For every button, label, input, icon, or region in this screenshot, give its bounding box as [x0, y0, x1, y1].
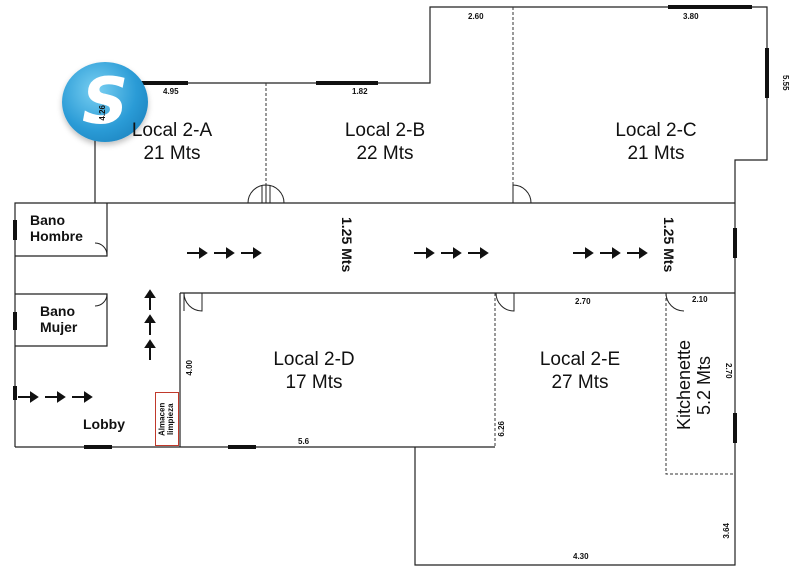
door-swing-icon — [247, 184, 267, 204]
wall-bano-mujer — [15, 293, 108, 347]
dimension-label: 5.6 — [298, 437, 310, 446]
dimension-label: 2.10 — [692, 295, 708, 304]
dimension-label: 2.60 — [468, 12, 484, 21]
room-area: 21 Mts — [627, 142, 685, 164]
direction-arrow-icon — [18, 391, 93, 403]
dimension-label: 4.30 — [573, 552, 589, 561]
direction-arrow-icon — [573, 247, 648, 259]
logo-icon: S — [62, 62, 148, 142]
room-name: Local 2-B — [344, 120, 426, 141]
wall-outline-top — [94, 6, 768, 203]
dimension-label: 1.82 — [352, 87, 368, 96]
hallway-width-right: 1.25 Mts — [660, 217, 677, 273]
room-bano-hombre: Bano Hombre — [30, 212, 83, 245]
wall-corridor-top-left — [14, 202, 95, 447]
room-almacen-label: Almacen limpieza — [157, 402, 175, 436]
room-local-2a: Local 2-A 21 Mts — [72, 120, 272, 166]
door-swing-icon — [665, 292, 685, 312]
door-swing-icon — [265, 184, 285, 204]
wall-2e-outline — [414, 447, 736, 566]
room-kitchenette: Kitchenette 5.2 Mts — [674, 330, 715, 440]
room-name: Kitchenette — [674, 339, 694, 431]
room-local-2b: Local 2-B 22 Mts — [285, 120, 485, 166]
room-area: 22 Mts — [356, 142, 414, 164]
door-swing-icon — [94, 242, 108, 256]
door-swing-icon — [94, 293, 108, 307]
room-local-2d: Local 2-D 17 Mts — [214, 349, 414, 395]
room-local-2e: Local 2-E 27 Mts — [480, 349, 680, 395]
dimension-label: 5.55 — [781, 75, 790, 91]
room-almacen: Almacen limpieza — [155, 392, 179, 446]
dimension-label: 4.95 — [163, 87, 179, 96]
room-name: Local 2-E — [539, 349, 621, 370]
door-swing-icon — [512, 184, 532, 204]
room-local-2c: Local 2-C 21 Mts — [556, 120, 756, 166]
dimension-label: 2.70 — [724, 363, 733, 379]
partition-kitchenette — [665, 293, 735, 475]
dimension-label: 6.26 — [497, 421, 506, 437]
hallway-width-left: 1.25 Mts — [338, 217, 355, 273]
direction-arrow-icon — [144, 289, 156, 360]
dimension-label: 4.00 — [185, 360, 194, 376]
room-area: 5.2 Mts — [693, 355, 714, 415]
wall-bano-hombre — [15, 203, 108, 257]
dimension-label: 4.26 — [98, 105, 107, 121]
door-swing-icon — [495, 292, 515, 312]
direction-arrow-icon — [414, 247, 489, 259]
room-name: Local 2-C — [615, 120, 697, 141]
room-area: 27 Mts — [551, 371, 609, 393]
dimension-label: 2.70 — [575, 297, 591, 306]
logo-letter: S — [81, 65, 129, 139]
door-swing-icon — [183, 292, 203, 312]
room-lobby: Lobby — [83, 416, 125, 432]
room-bano-mujer: Bano Mujer — [40, 303, 78, 336]
room-area: 17 Mts — [285, 371, 343, 393]
dimension-label: 3.80 — [683, 12, 699, 21]
room-name: Local 2-A — [131, 120, 213, 141]
room-name: Local 2-D — [273, 349, 355, 370]
direction-arrow-icon — [187, 247, 262, 259]
room-area: 21 Mts — [143, 142, 201, 164]
dimension-label: 3.64 — [722, 523, 731, 539]
